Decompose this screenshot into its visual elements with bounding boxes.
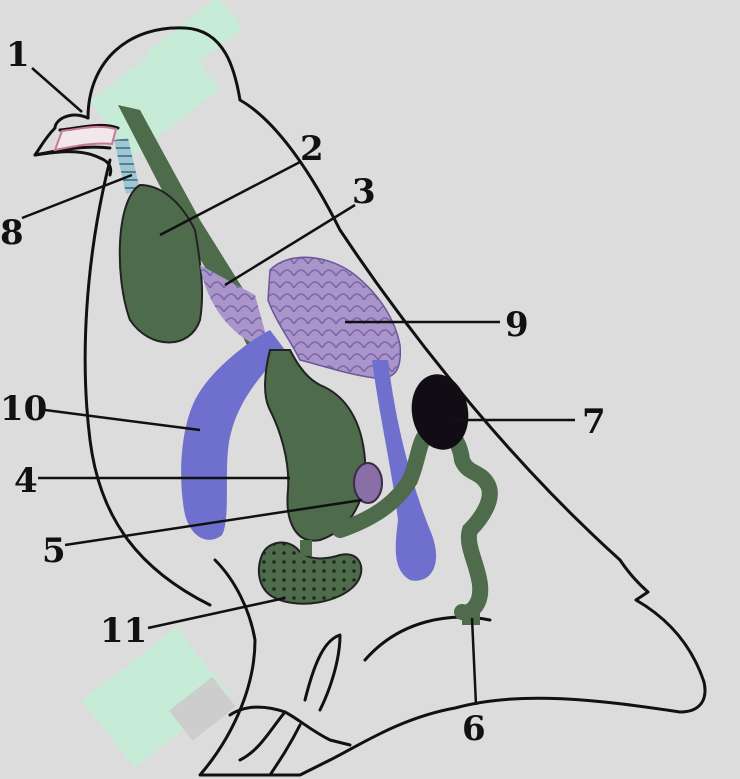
label-7: 7 bbox=[582, 402, 606, 442]
bird-throat-outline bbox=[35, 152, 111, 175]
leader-6 bbox=[472, 618, 476, 705]
label-11: 11 bbox=[100, 611, 147, 651]
label-9: 9 bbox=[505, 305, 529, 345]
leader-11 bbox=[148, 598, 285, 628]
label-6: 6 bbox=[462, 709, 486, 749]
label-10: 10 bbox=[0, 389, 47, 429]
small-gland bbox=[354, 463, 382, 503]
stomach-neck bbox=[300, 540, 312, 556]
leader-10 bbox=[45, 410, 200, 430]
label-8: 8 bbox=[0, 213, 24, 253]
label-3: 3 bbox=[352, 172, 376, 212]
label-4: 4 bbox=[14, 461, 38, 501]
leader-1 bbox=[32, 68, 82, 112]
leader-8 bbox=[22, 175, 132, 218]
bird-leg-outline bbox=[305, 635, 340, 710]
label-1: 1 bbox=[6, 35, 30, 75]
bird-foot-outline bbox=[230, 707, 350, 775]
label-2: 2 bbox=[300, 129, 324, 169]
label-5: 5 bbox=[42, 531, 66, 571]
